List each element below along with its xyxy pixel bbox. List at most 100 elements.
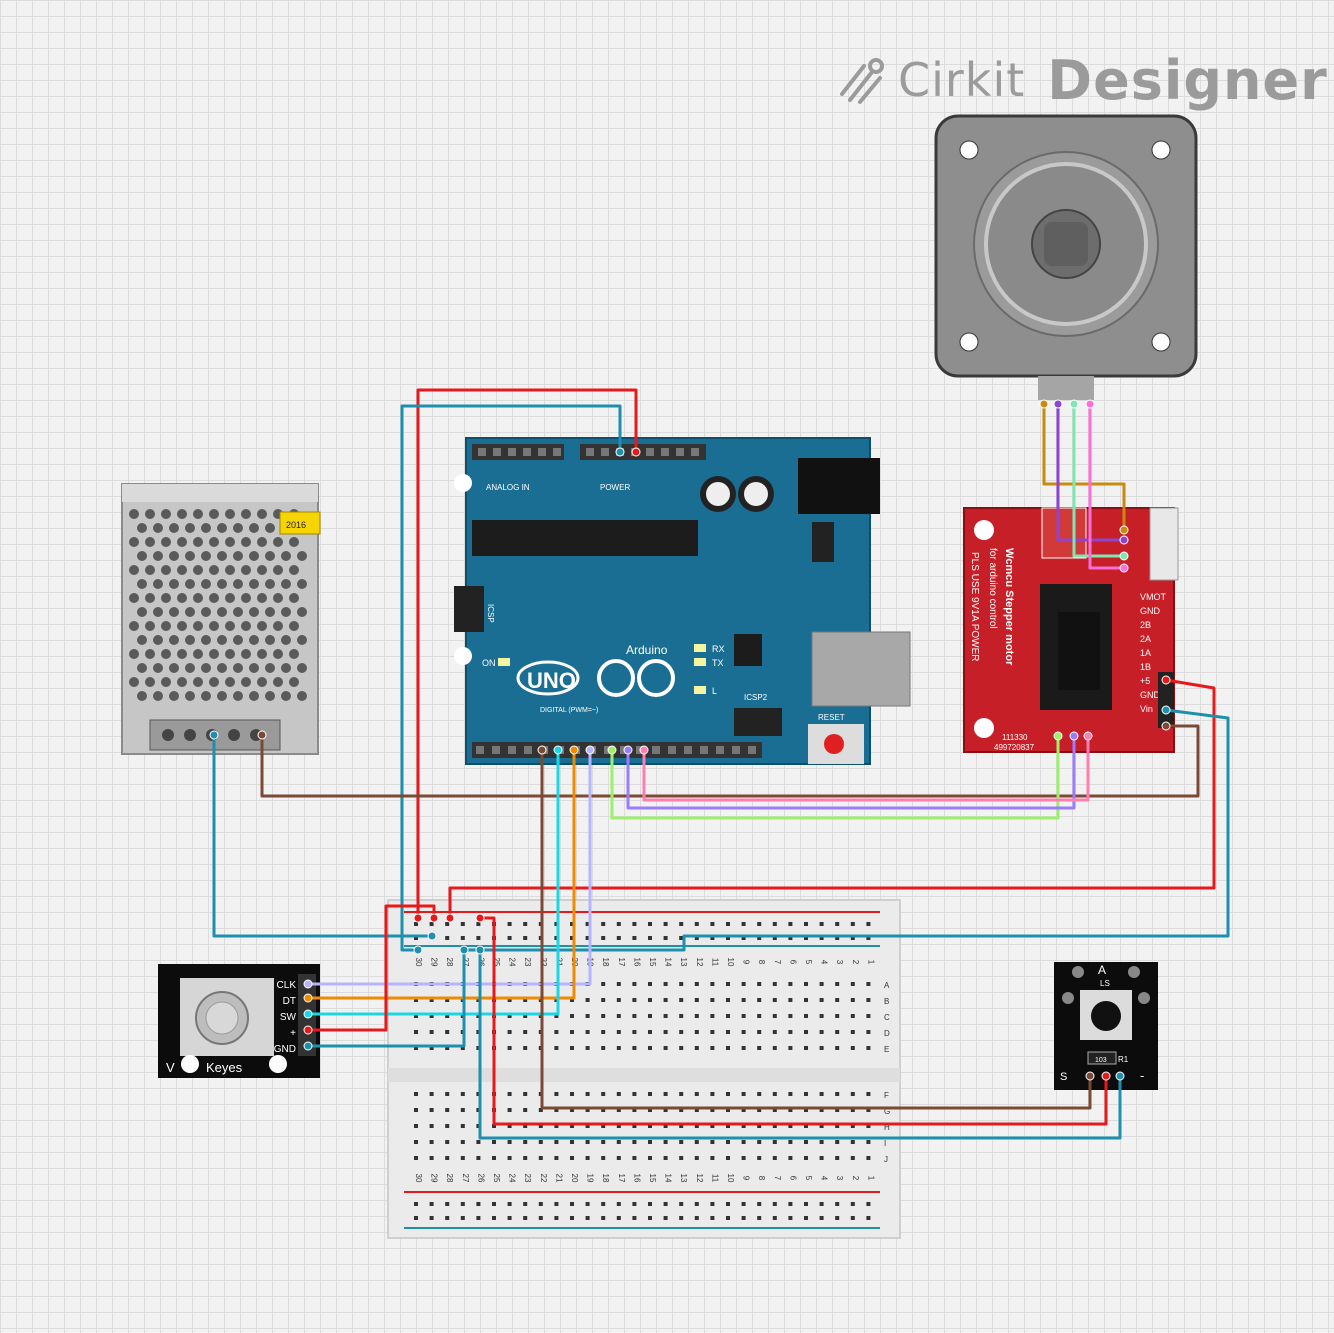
terminal-hole (757, 982, 762, 986)
stepper-driver-board[interactable]: Wcmcu Stepper motor for arduino control … (963, 507, 1179, 753)
psu-vent-hole (137, 607, 147, 617)
wire-endpoint[interactable] (1085, 399, 1095, 409)
stepper-motor[interactable] (934, 114, 1198, 400)
wire-endpoint[interactable] (257, 730, 267, 740)
tx-label: TX (712, 658, 724, 668)
wire-endpoint[interactable] (615, 447, 625, 457)
wire-endpoint[interactable] (1083, 731, 1093, 741)
wire-endpoint[interactable] (607, 745, 617, 755)
psu-vent-hole (169, 663, 179, 673)
terminal-hole (632, 982, 637, 986)
rail-hole (663, 922, 668, 926)
analog-pin-hole (553, 448, 561, 456)
wire-endpoint[interactable] (1119, 563, 1129, 573)
breadboard-column-label: 1 (866, 960, 875, 965)
terminal-hole (554, 998, 559, 1002)
psu-vent-hole (273, 621, 283, 631)
wire-endpoint[interactable] (303, 1009, 313, 1019)
wire-endpoint[interactable] (1101, 1071, 1111, 1081)
wire-endpoint[interactable] (1161, 721, 1171, 731)
breadboard-column-label: 23 (523, 958, 532, 967)
wire-endpoint[interactable] (445, 913, 455, 923)
terminal-hole (601, 1046, 606, 1050)
wire-endpoint[interactable] (303, 993, 313, 1003)
psu-vent-hole (233, 579, 243, 589)
wire-endpoint[interactable] (1115, 1071, 1125, 1081)
wire-endpoint[interactable] (553, 745, 563, 755)
psu-vent-hole (297, 579, 307, 589)
terminal-hole (819, 998, 824, 1002)
push-button-module[interactable]: A LS 103 R1 S - (1054, 962, 1158, 1090)
wire-endpoint[interactable] (1085, 1071, 1095, 1081)
rail-hole (585, 922, 590, 926)
wire-encoder-gnd (308, 950, 466, 1048)
psu-vent-hole (249, 579, 259, 589)
wire-endpoint[interactable] (209, 730, 219, 740)
terminal-hole (585, 1014, 590, 1018)
psu-vent-hole (249, 663, 259, 673)
breadboard-column-label: 21 (554, 1174, 563, 1183)
wire-endpoint[interactable] (1119, 551, 1129, 561)
terminal-hole (835, 1030, 840, 1034)
terminal-hole (757, 1124, 762, 1128)
driver-pin-label: GND (1140, 690, 1161, 700)
rail-hole (710, 1202, 715, 1206)
psu-vent-hole (241, 621, 251, 631)
terminal-hole (414, 1108, 418, 1112)
wire-endpoint[interactable] (639, 745, 649, 755)
wire-endpoint[interactable] (623, 745, 633, 755)
reset-label[interactable]: RESET (818, 713, 845, 722)
wire-endpoint[interactable] (1161, 675, 1171, 685)
wire-endpoint[interactable] (475, 945, 485, 955)
psu-vent-hole (185, 551, 195, 561)
rail-hole (663, 936, 668, 940)
breadboard-column-label: 22 (539, 1174, 548, 1183)
terminal-hole (741, 1030, 746, 1034)
wire-endpoint[interactable] (475, 913, 485, 923)
terminal-hole (694, 1014, 699, 1018)
terminal-hole (663, 1046, 668, 1050)
terminal-hole (788, 1092, 793, 1096)
terminal-hole (570, 1046, 574, 1050)
wire-endpoint[interactable] (1053, 399, 1063, 409)
arduino-uno-board[interactable]: ANALOG IN POWER ICSP ICSP2 UNO Arduino O… (454, 437, 911, 765)
terminal-hole (866, 1046, 871, 1050)
wire-endpoint[interactable] (1119, 535, 1129, 545)
rail-hole (570, 1202, 574, 1206)
wire-endpoint[interactable] (303, 1041, 313, 1051)
wire-endpoint[interactable] (1119, 525, 1129, 535)
wire-endpoint[interactable] (413, 913, 423, 923)
wire-endpoint[interactable] (1039, 399, 1049, 409)
wire-endpoint[interactable] (429, 913, 439, 923)
terminal-hole (726, 1014, 730, 1018)
wire-endpoint[interactable] (537, 745, 547, 755)
psu-vent-hole (137, 691, 147, 701)
terminal-hole (445, 1108, 450, 1112)
psu-vent-hole (169, 551, 179, 561)
psu-vent-hole (241, 537, 251, 547)
wire-endpoint[interactable] (303, 979, 313, 989)
psu-vent-hole (145, 621, 155, 631)
wire-endpoint[interactable] (631, 447, 641, 457)
wire-endpoint[interactable] (427, 931, 437, 941)
wire-endpoint[interactable] (459, 945, 469, 955)
power-supply[interactable]: 2016 (121, 483, 321, 755)
wire-endpoint[interactable] (413, 945, 423, 955)
terminal-hole (866, 1092, 871, 1096)
wire-endpoint[interactable] (569, 745, 579, 755)
terminal-hole (429, 1092, 434, 1096)
icsp-label: ICSP (486, 604, 495, 623)
terminal-hole (648, 982, 652, 986)
wire-endpoint[interactable] (1161, 705, 1171, 715)
wire-5v (416, 388, 638, 918)
rail-hole (476, 1216, 481, 1220)
terminal-hole (570, 1014, 574, 1018)
wire-endpoint[interactable] (585, 745, 595, 755)
wire-endpoint[interactable] (303, 1025, 313, 1035)
wire-endpoint[interactable] (1053, 731, 1063, 741)
terminal-hole (585, 1046, 590, 1050)
wire-endpoint[interactable] (1069, 731, 1079, 741)
breadboard-row-label: F (884, 1091, 889, 1100)
wire-endpoint[interactable] (1069, 399, 1079, 409)
